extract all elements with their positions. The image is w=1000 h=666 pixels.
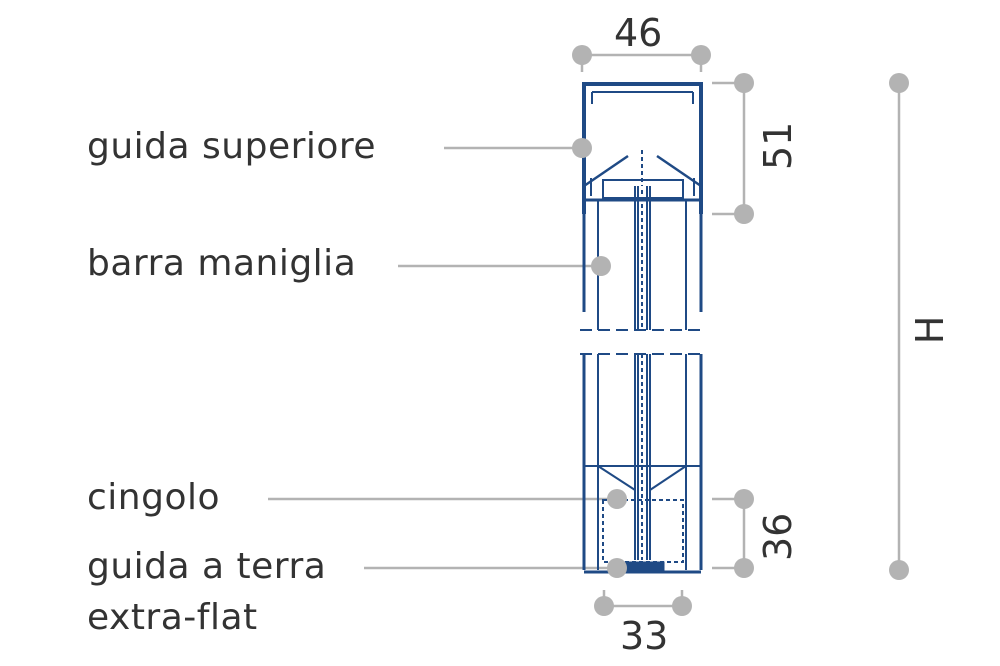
dot-ground-rail xyxy=(607,558,627,578)
dot-bottom-width-left xyxy=(594,596,614,616)
dim-top-height: 51 xyxy=(756,121,800,170)
dim-bottom-height: 36 xyxy=(756,512,800,561)
dim-top-width: 46 xyxy=(614,11,663,55)
dot-bottom-width-right xyxy=(672,596,692,616)
dot-belt xyxy=(607,489,627,509)
dot-top-width-right xyxy=(691,45,711,65)
marker-dots xyxy=(572,45,909,616)
profile-drawing xyxy=(580,82,705,574)
label-ground-rail-line1: guida a terra xyxy=(87,546,327,587)
label-ground-rail-line2: extra-flat xyxy=(87,597,258,638)
dot-top-rail xyxy=(572,138,592,158)
dot-top-height-top xyxy=(734,73,754,93)
dot-handle-bar xyxy=(591,256,611,276)
dot-overall-top xyxy=(889,73,909,93)
label-top-rail: guida superiore xyxy=(87,126,377,167)
label-handle-bar: barra maniglia xyxy=(87,243,357,284)
dot-top-width-left xyxy=(572,45,592,65)
dim-overall-height: H xyxy=(908,315,952,345)
label-belt: cingolo xyxy=(87,477,221,518)
dot-top-height-bottom xyxy=(734,204,754,224)
dim-bottom-width: 33 xyxy=(620,614,669,658)
dot-bottom-height-top xyxy=(734,489,754,509)
dot-overall-bottom xyxy=(889,560,909,580)
dot-bottom-height-bottom xyxy=(734,558,754,578)
